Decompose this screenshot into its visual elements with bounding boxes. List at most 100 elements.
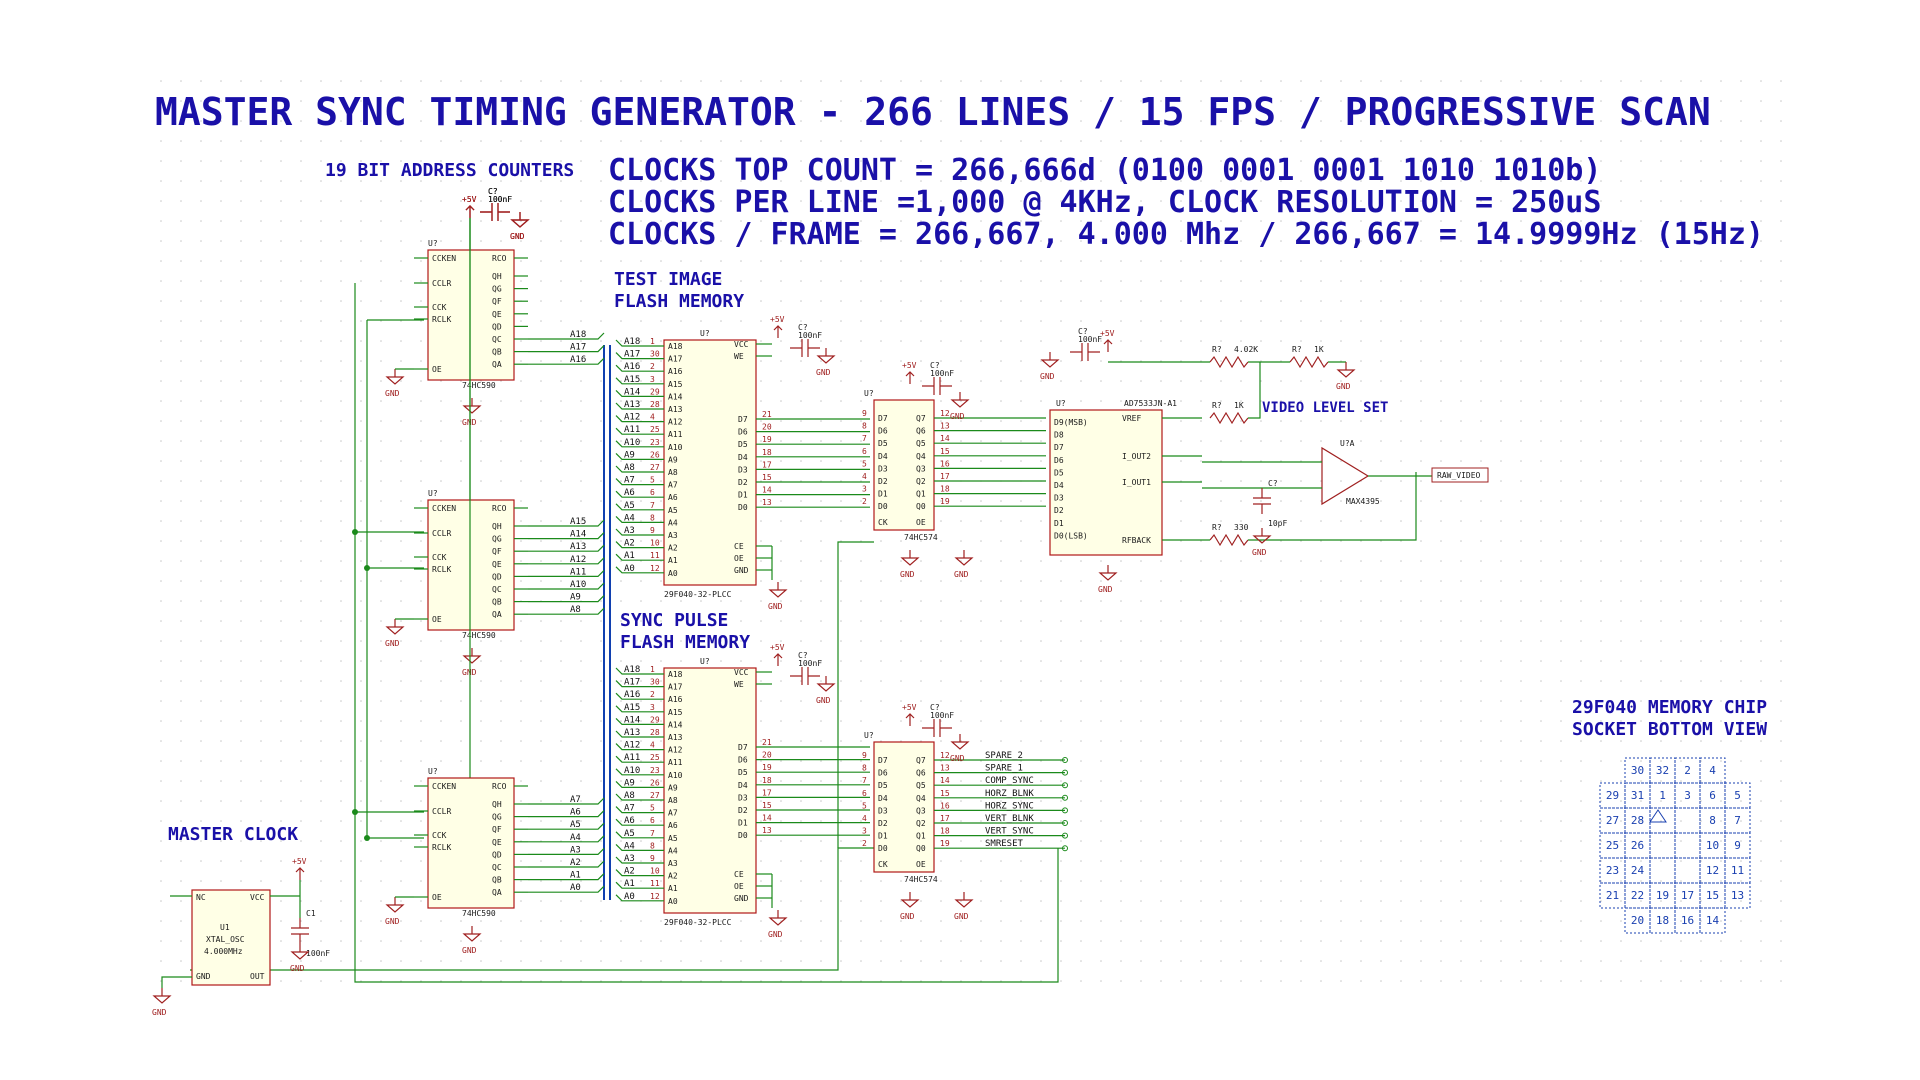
- pin-number: 6: [862, 789, 867, 798]
- socket-cell: [1649, 757, 1676, 784]
- vcc-symbol: [773, 653, 783, 666]
- address-wire: [528, 797, 605, 805]
- ground-symbol: [900, 892, 920, 908]
- pin-number: 10: [650, 539, 660, 548]
- socket-cell: [1624, 757, 1651, 784]
- pin-name: D6: [738, 428, 748, 437]
- pin-name: D7: [738, 415, 748, 424]
- socket-pin-number: 9: [1734, 839, 1741, 852]
- pin-name: A5: [668, 506, 678, 515]
- ground-label: GND: [1336, 382, 1351, 391]
- pin-number: 10: [650, 867, 660, 876]
- latch-body: [873, 399, 935, 531]
- counter-group: +5VC?100nFGNDU?74HC590CCKENCCLRCCKRCLKOE…: [385, 187, 605, 955]
- pin-name: A10: [668, 771, 683, 780]
- net-label: A12: [624, 741, 640, 751]
- latch-chip: U?74HC574D79D68D57D46D35D24D13D02Q712Q61…: [862, 361, 1046, 579]
- pin-number: 19: [940, 497, 950, 506]
- pin-number: 3: [862, 827, 867, 836]
- ground-symbol: [1098, 565, 1118, 581]
- pin-name: QD: [492, 322, 502, 331]
- flash-part: 29F040-32-PLCC: [664, 590, 732, 599]
- dac-body: [1049, 409, 1163, 556]
- socket-pin-number: 17: [1681, 889, 1694, 902]
- net-label: A7: [624, 476, 635, 486]
- pin-number: 21: [762, 738, 772, 747]
- counter-ref: U?: [428, 767, 438, 776]
- address-wire: [615, 730, 664, 738]
- pin-name: A5: [668, 834, 678, 843]
- pin-name: CCLR: [432, 279, 451, 288]
- socket-cell: [1624, 807, 1651, 834]
- net-label: A15: [624, 375, 640, 385]
- socket-pin-number: 31: [1631, 789, 1644, 802]
- net-label: A14: [624, 387, 640, 397]
- net-label: A14: [624, 715, 640, 725]
- capacitor-ref: C?: [488, 187, 498, 196]
- address-wire: [615, 780, 664, 788]
- pin-number: 15: [762, 473, 772, 482]
- capacitor-value: 100nF: [488, 195, 512, 204]
- pin-name: D6: [738, 756, 748, 765]
- socket-pin-number: 25: [1606, 839, 1619, 852]
- socket-pin-number: 2: [1684, 764, 1691, 777]
- net-label: A17: [624, 678, 640, 688]
- address-wire: [615, 465, 664, 473]
- address-wire: [615, 515, 664, 523]
- pin-name: A11: [668, 430, 683, 439]
- ground-label: GND: [462, 668, 477, 677]
- socket-cell: [1624, 907, 1651, 934]
- ground-symbol: [510, 212, 530, 228]
- latch-ref: U?: [864, 389, 874, 398]
- socket-cell: [1699, 882, 1726, 909]
- net-label: A12: [570, 555, 586, 565]
- pin-name: CCK: [432, 303, 447, 312]
- latch-part: 74HC574: [904, 875, 938, 884]
- pin-name: QF: [492, 825, 502, 834]
- ground-symbol: [900, 550, 920, 566]
- address-wire: [615, 793, 664, 801]
- capacitor-ref: C?: [1268, 479, 1278, 488]
- pin-name: QB: [492, 876, 502, 885]
- socket-cell: [1674, 782, 1701, 809]
- ground-label: GND: [510, 232, 525, 241]
- net-label: A6: [570, 808, 581, 818]
- capacitor: [480, 203, 510, 221]
- address-wire: [615, 528, 664, 536]
- address-wire: [528, 332, 605, 340]
- ground-label: GND: [1040, 372, 1055, 381]
- net-label: A4: [624, 513, 635, 523]
- video-level-label: VIDEO LEVEL SET: [1262, 400, 1388, 416]
- pin-name: CE: [734, 870, 744, 879]
- pin-name: CCLR: [432, 529, 451, 538]
- pin-name: D4: [738, 453, 748, 462]
- capacitor-value: 10pF: [1268, 519, 1287, 528]
- ground-symbol: [768, 582, 788, 598]
- address-wire: [528, 345, 605, 353]
- pin-name: OE: [432, 615, 442, 624]
- pin-name: RCLK: [432, 843, 451, 852]
- socket-label-2: SOCKET BOTTOM VIEW: [1572, 719, 1767, 740]
- resistor: [1289, 355, 1329, 369]
- latch-group: U?74HC574D79D68D57D46D35D24D13D02Q712Q61…: [862, 361, 1068, 921]
- socket-cell: [1674, 882, 1701, 909]
- pin-number: 26: [650, 778, 660, 787]
- pin-name: A18: [668, 342, 683, 351]
- pin-number: 15: [940, 447, 950, 456]
- osc-wires: [170, 880, 301, 918]
- capacitor: [922, 719, 952, 737]
- pin-name: D3: [878, 806, 888, 815]
- capacitor: [922, 377, 952, 395]
- socket-cell: [1724, 807, 1751, 834]
- net-label: A15: [570, 517, 586, 527]
- net-label: A9: [624, 778, 635, 788]
- pin-name: OE: [432, 893, 442, 902]
- pin-name: A15: [668, 380, 683, 389]
- flash-body: [663, 339, 757, 586]
- pin-name: A10: [668, 443, 683, 452]
- sync-net-label: SPARE_1: [985, 764, 1023, 774]
- ground-label: GND: [950, 412, 965, 421]
- ground-label: GND: [462, 946, 477, 955]
- pin-name: A4: [668, 846, 678, 855]
- pin-number: 30: [650, 678, 660, 687]
